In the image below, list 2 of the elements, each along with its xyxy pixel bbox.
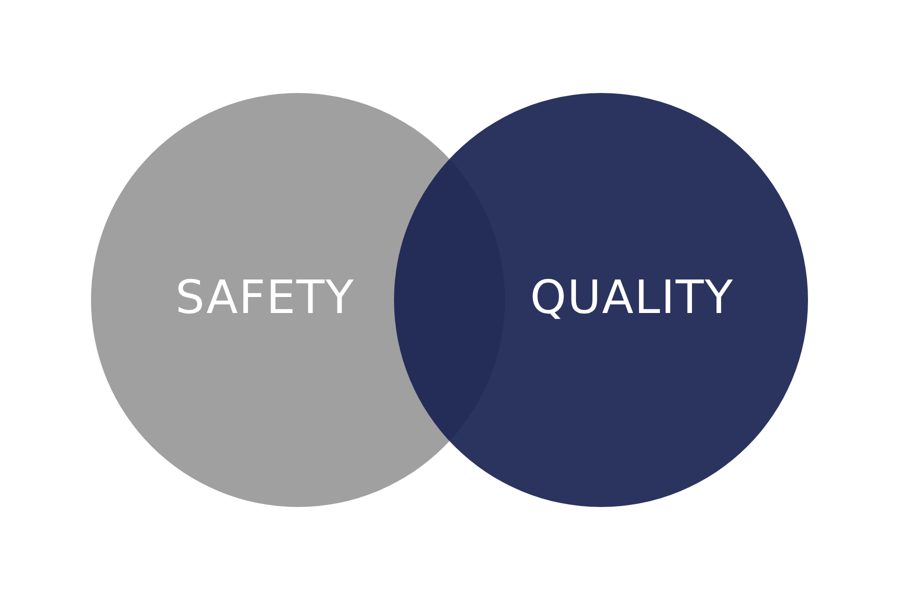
circle-label: SAFETY: [175, 274, 355, 320]
circle-label: QUALITY: [530, 274, 734, 320]
